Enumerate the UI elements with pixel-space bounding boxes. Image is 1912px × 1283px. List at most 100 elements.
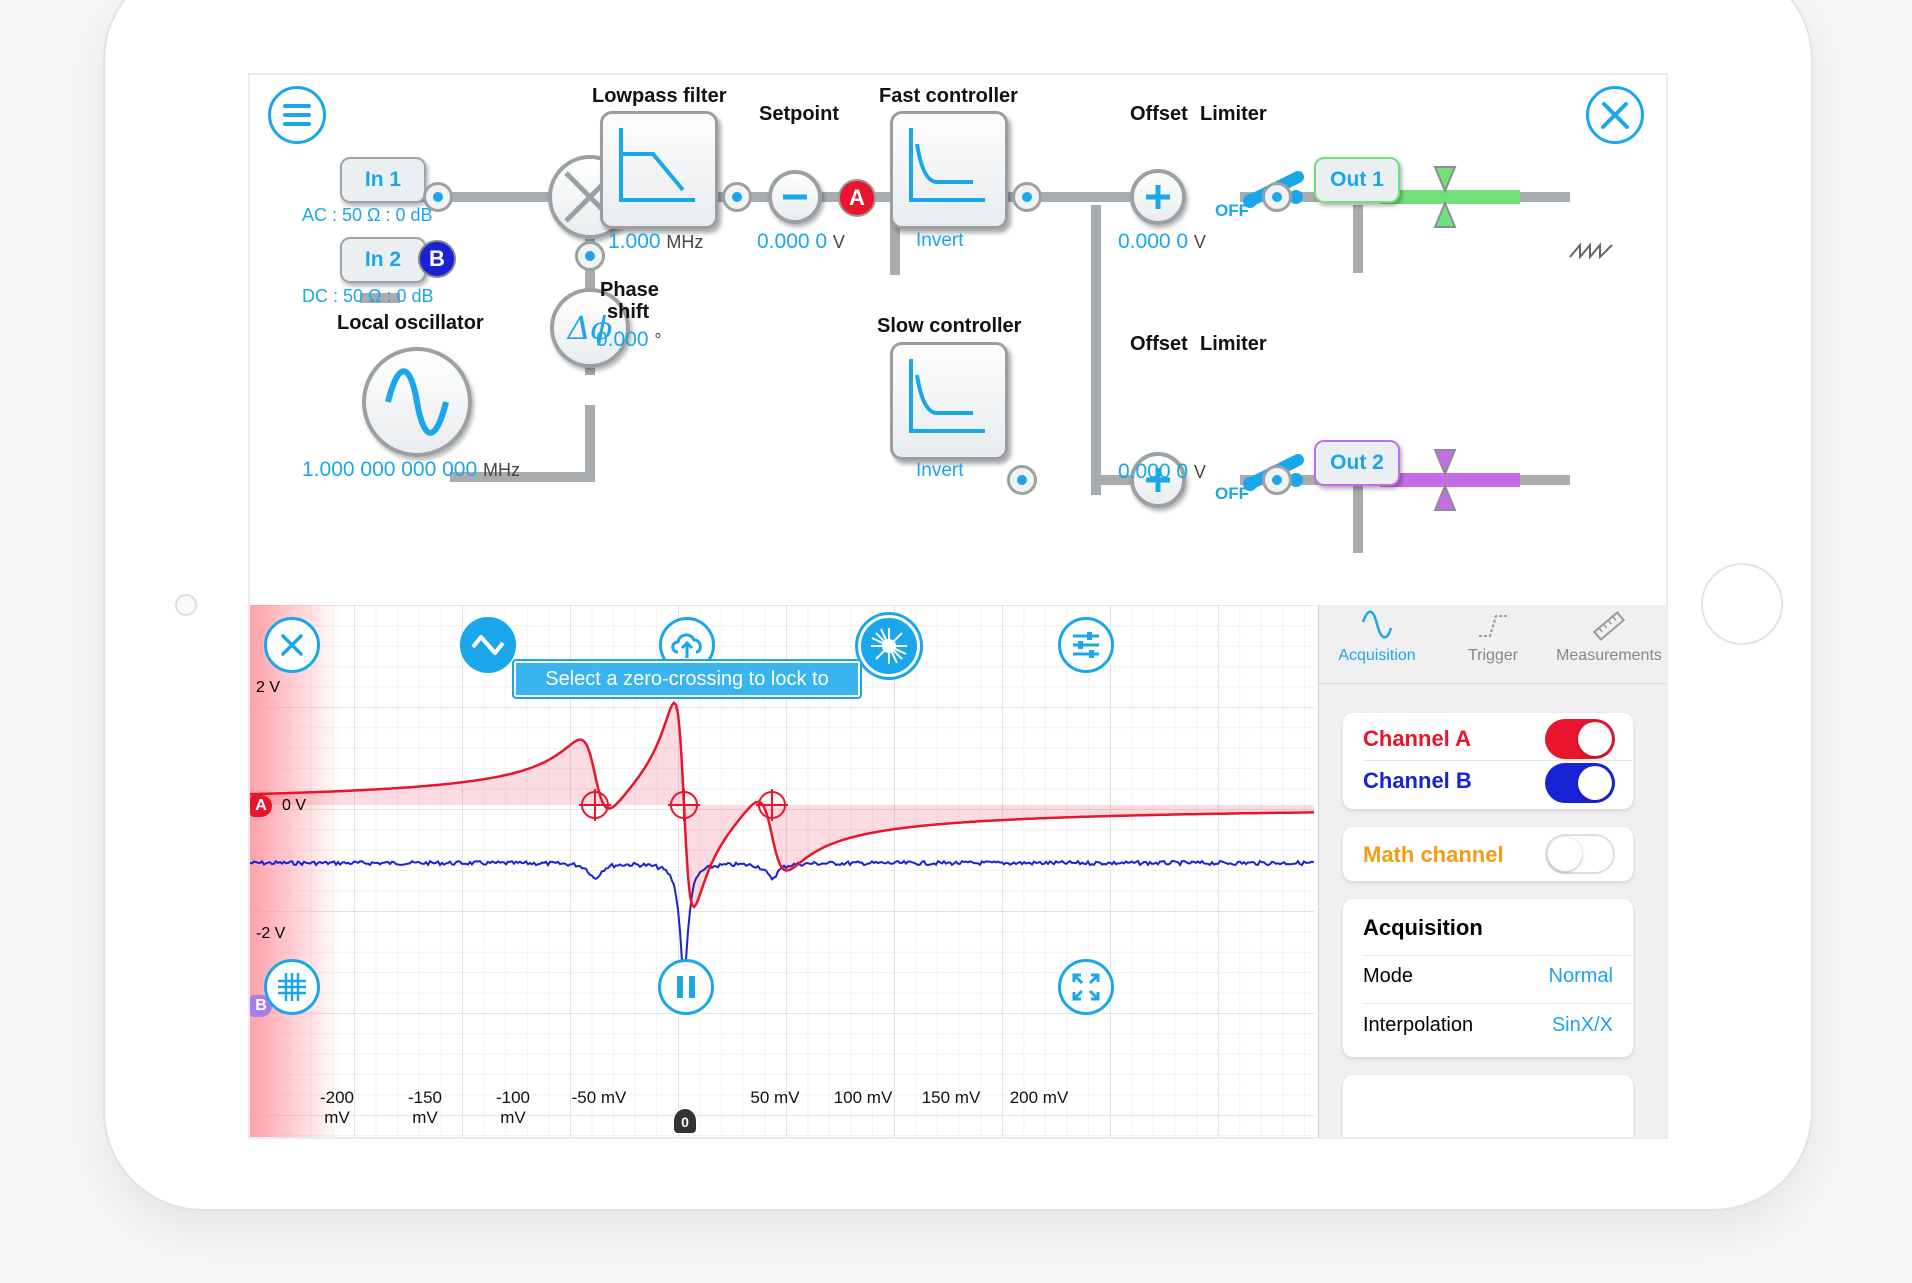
interpolation-value[interactable]: SinX/X xyxy=(1551,1014,1613,1036)
phase-shift-value[interactable]: 0.000 ° xyxy=(596,328,662,351)
pause-icon xyxy=(677,976,695,998)
next-card xyxy=(1343,1075,1633,1137)
wave-icon xyxy=(471,635,505,655)
math-channel-card: Math channel xyxy=(1343,827,1633,881)
trigger-position-marker[interactable]: 0 xyxy=(674,1109,696,1133)
math-channel-toggle[interactable] xyxy=(1545,834,1615,874)
scope-settings-button[interactable] xyxy=(1058,617,1114,673)
tab-acquisition[interactable]: Acquisition xyxy=(1319,610,1435,665)
fast-controller-invert[interactable]: Invert xyxy=(916,230,964,251)
x-tick-label: -150 mV xyxy=(407,1088,443,1127)
x-tick-label: -100 mV xyxy=(495,1088,531,1127)
zero-crossing-target xyxy=(756,789,788,821)
input-1-config[interactable]: AC : 50 Ω : 0 dB xyxy=(302,205,433,225)
setpoint-title: Setpoint xyxy=(759,103,839,125)
fast-controller-button[interactable] xyxy=(890,111,1008,229)
zero-crossing-target xyxy=(668,789,700,821)
interpolation-label: Interpolation xyxy=(1363,1014,1474,1036)
slow-controller-invert[interactable]: Invert xyxy=(916,460,964,481)
mixer-lo-node[interactable] xyxy=(575,241,605,271)
output-2-button[interactable]: Out 2 xyxy=(1314,440,1400,486)
input-1-node[interactable] xyxy=(423,182,453,212)
slow-controller-title: Slow controller xyxy=(877,315,1022,337)
wave-icon xyxy=(1361,610,1393,639)
home-button[interactable] xyxy=(1701,563,1783,645)
oscilloscope-plot[interactable]: 2 V -2 V 0 V A B Select a zero-crossing … xyxy=(250,605,1314,1137)
offset-1-value[interactable]: 0.000 0 V xyxy=(1118,230,1206,253)
offset-1-add[interactable] xyxy=(1130,169,1186,225)
menu-button[interactable] xyxy=(268,86,326,144)
zero-crossing-target xyxy=(579,789,611,821)
fast-output-node[interactable] xyxy=(1012,182,1042,212)
lowpass-filter-button[interactable] xyxy=(600,111,718,229)
tools-button[interactable] xyxy=(1586,86,1644,144)
channel-b-badge: B xyxy=(418,240,456,278)
fullscreen-button[interactable] xyxy=(1058,959,1114,1015)
setpoint-subtract[interactable] xyxy=(768,170,822,224)
camera xyxy=(175,594,197,616)
tab-measurements[interactable]: Measurements xyxy=(1551,610,1666,665)
lowpass-icon xyxy=(619,128,695,202)
acquisition-title: Acquisition xyxy=(1363,915,1483,940)
limiter-2-state[interactable]: OFF xyxy=(1215,484,1249,503)
laser-lock-button[interactable] xyxy=(858,615,920,677)
close-button[interactable] xyxy=(264,617,320,673)
channel-b-toggle[interactable] xyxy=(1545,763,1615,803)
local-oscillator-button[interactable] xyxy=(362,347,472,457)
offset-2-title: Offset xyxy=(1130,333,1188,355)
phase-shift-title-2: shift xyxy=(607,301,650,323)
grid-toggle-button[interactable] xyxy=(264,959,320,1015)
x-tick-label: 200 mV xyxy=(1009,1088,1069,1107)
tab-trigger[interactable]: Trigger xyxy=(1435,610,1551,665)
channel-b-label: Channel B xyxy=(1363,768,1472,793)
signal-mode-button[interactable] xyxy=(460,617,516,673)
limiter-2-output-node[interactable] xyxy=(1262,465,1292,495)
offset-2-add[interactable] xyxy=(1130,452,1186,508)
lowpass-cutoff[interactable]: 1.000 MHz xyxy=(608,230,704,253)
output-1-button[interactable]: Out 1 xyxy=(1314,157,1400,203)
mode-label: Mode xyxy=(1363,965,1414,987)
ruler-icon xyxy=(1592,611,1626,641)
y-bottom-label: -2 V xyxy=(256,925,286,942)
zero-crossing-hint: Select a zero-crossing to lock to xyxy=(512,659,862,699)
slow-controller-button[interactable] xyxy=(890,342,1008,460)
input-2-config[interactable]: DC : 50 Ω : 0 dB xyxy=(302,286,434,306)
plus-icon xyxy=(1146,185,1170,209)
limiter-1-title: Limiter xyxy=(1200,103,1267,125)
traces xyxy=(250,700,1314,975)
channel-a-badge: A xyxy=(838,179,876,217)
input-1-button[interactable]: In 1 xyxy=(340,157,426,203)
app-screen: In 1 AC : 50 Ω : 0 dB In 2 B DC : 50 Ω :… xyxy=(248,73,1668,1139)
grid-icon xyxy=(278,973,306,1001)
offset-2-value[interactable]: 0.000 0 V xyxy=(1118,460,1206,483)
minus-icon xyxy=(783,194,807,200)
local-oscillator-frequency[interactable]: 1.000 000 000 000 MHz xyxy=(302,458,521,481)
limiter-2-icon xyxy=(1433,449,1457,511)
channel-a-toggle[interactable] xyxy=(1545,719,1615,759)
hamburger-icon xyxy=(283,104,311,126)
x-tick-label: -200 mV xyxy=(319,1088,355,1127)
acquisition-card: Acquisition Mode Normal Interpolation Si… xyxy=(1343,899,1633,1057)
lowpass-title: Lowpass filter xyxy=(592,85,727,107)
input-2-button[interactable]: In 2 xyxy=(340,237,426,283)
sine-icon xyxy=(385,368,449,436)
channel-a-zero-label: 0 V xyxy=(282,797,307,814)
plus-icon xyxy=(1146,468,1170,492)
slow-output-node[interactable] xyxy=(1007,465,1037,495)
lowpass-output-node[interactable] xyxy=(722,182,752,212)
setpoint-value[interactable]: 0.000 0 V xyxy=(757,230,845,253)
mode-value[interactable]: Normal xyxy=(1548,965,1613,987)
pause-button[interactable] xyxy=(658,959,714,1015)
limiter-2-title: Limiter xyxy=(1200,333,1267,355)
limiter-1-state[interactable]: OFF xyxy=(1215,201,1249,220)
pid-icon xyxy=(909,128,985,202)
laser-icon xyxy=(871,628,907,664)
close-icon xyxy=(281,634,303,656)
limiter-1-output-node[interactable] xyxy=(1262,182,1292,212)
channel-a-marker[interactable]: A xyxy=(250,795,272,817)
limiter-1-icon xyxy=(1433,166,1457,228)
phase-shift-button[interactable]: Δϕ xyxy=(550,288,630,368)
offset-1-title: Offset xyxy=(1130,103,1188,125)
wrench-screwdriver-icon xyxy=(1601,102,1629,129)
x-tick-label: -50 mV xyxy=(571,1088,627,1107)
